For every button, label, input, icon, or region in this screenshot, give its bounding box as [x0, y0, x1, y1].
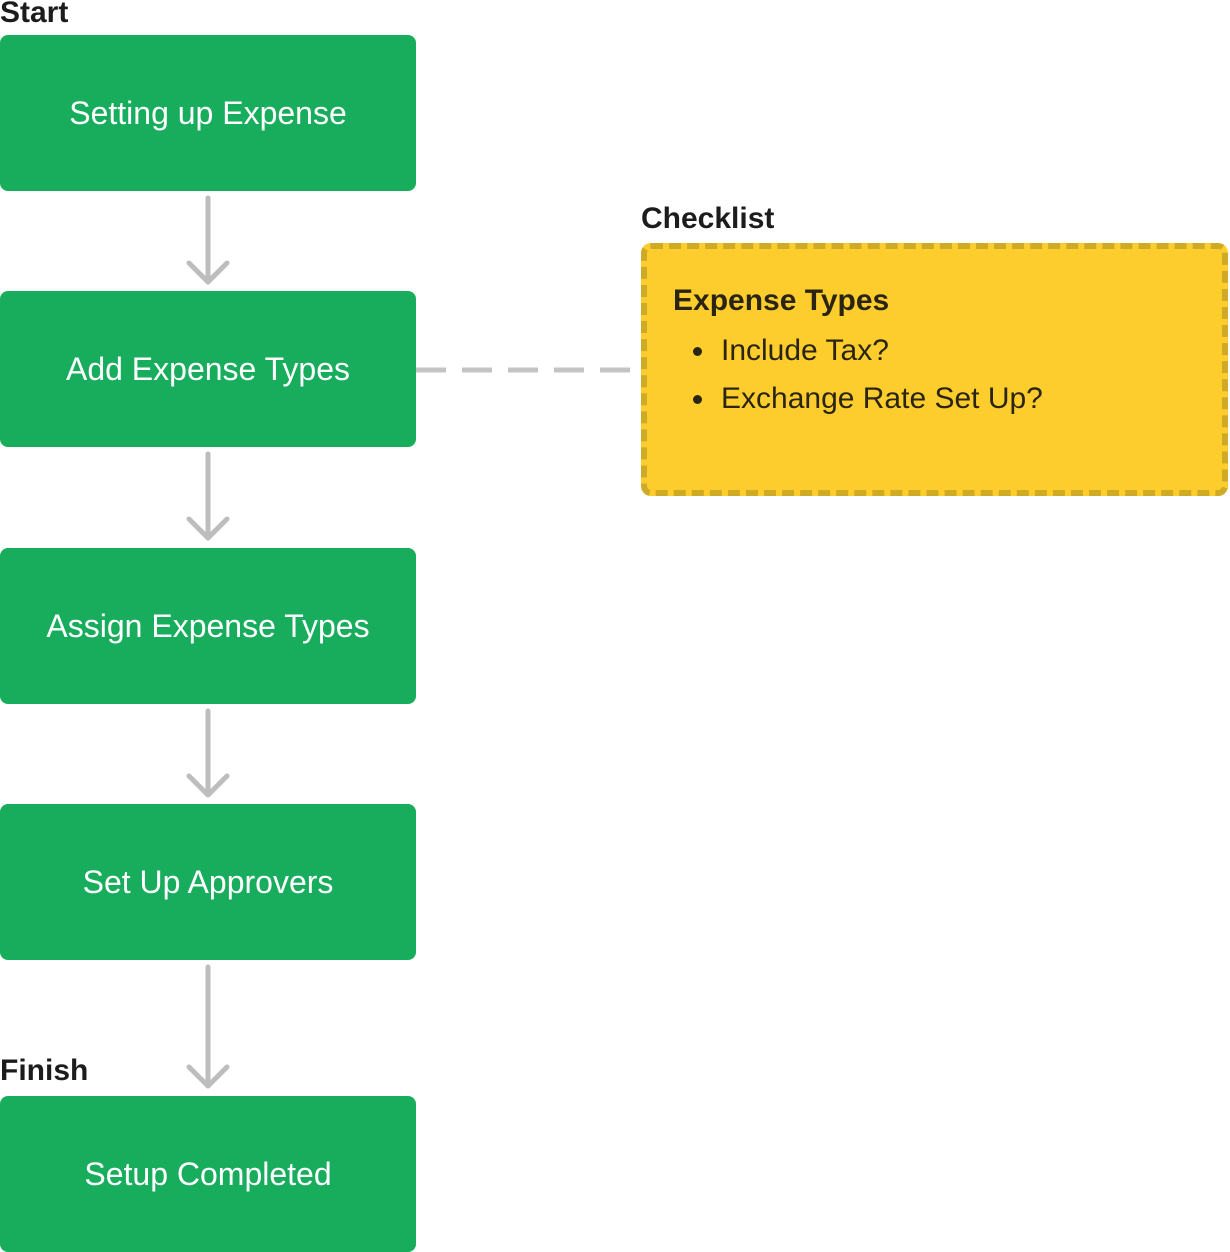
bullet-icon [693, 347, 702, 356]
start-label: Start [0, 0, 69, 29]
step-setup-completed[interactable]: Setup Completed [0, 1096, 416, 1252]
step-setting-up-expense[interactable]: Setting up Expense [0, 35, 416, 191]
checklist-item: Include Tax? [693, 327, 1196, 375]
arrow-2 [186, 451, 230, 541]
checklist-heading: Expense Types [673, 284, 890, 317]
step-set-up-approvers[interactable]: Set Up Approvers [0, 804, 416, 960]
step-assign-expense-types[interactable]: Assign Expense Types [0, 548, 416, 704]
finish-label: Finish [0, 1054, 89, 1087]
arrow-3 [186, 708, 230, 798]
step-add-expense-types[interactable]: Add Expense Types [0, 291, 416, 447]
checklist-note[interactable]: Expense Types Include Tax? Exchange Rate… [641, 243, 1228, 496]
checklist-label: Checklist [641, 202, 775, 235]
checklist-items: Include Tax? Exchange Rate Set Up? [673, 327, 1196, 423]
checklist-item-text: Include Tax? [721, 334, 889, 367]
checklist-item: Exchange Rate Set Up? [693, 375, 1196, 423]
bullet-icon [693, 395, 702, 404]
checklist-item-text: Exchange Rate Set Up? [721, 382, 1043, 415]
arrow-1 [186, 195, 230, 285]
arrow-4 [186, 964, 230, 1089]
